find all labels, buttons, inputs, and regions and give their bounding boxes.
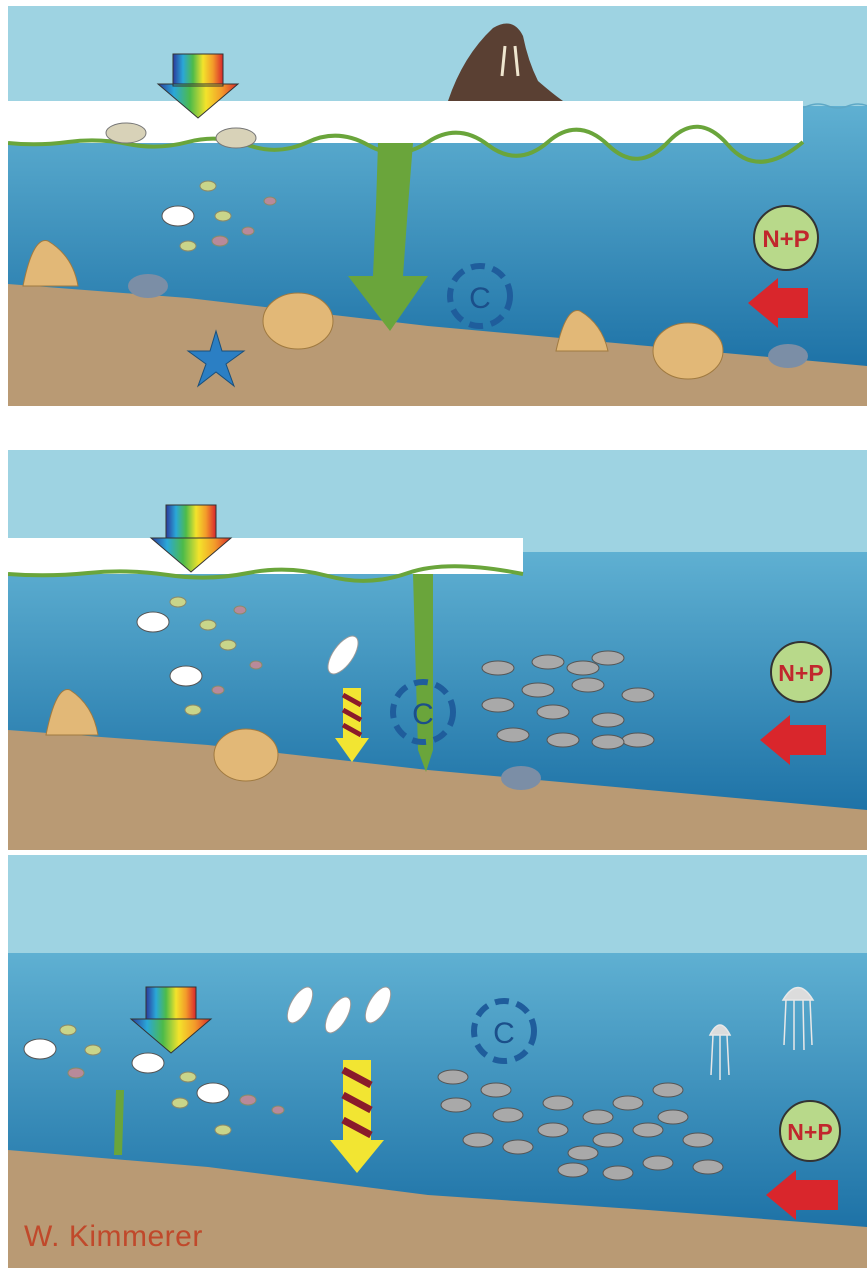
carbon-label: C — [493, 1017, 515, 1050]
panel-thick-ice: C N+P — [8, 6, 867, 406]
nutrient-label: N+P — [778, 660, 823, 686]
crab-icon — [501, 766, 541, 790]
sky — [8, 450, 867, 552]
sky — [8, 6, 867, 106]
nutrient-label: N+P — [762, 226, 809, 253]
nutrient-badge: N+P — [780, 1101, 840, 1161]
carbon-label: C — [469, 282, 491, 315]
clam-icon — [653, 323, 723, 379]
clam-icon — [214, 729, 278, 781]
crab-icon — [128, 274, 168, 298]
nutrient-badge: N+P — [754, 206, 818, 270]
clam-icon — [263, 293, 333, 349]
nutrient-badge: N+P — [771, 642, 831, 702]
panel-open-water: C — [8, 855, 867, 1268]
sky — [8, 855, 867, 953]
nutrient-label: N+P — [787, 1119, 832, 1145]
carbon-label: C — [412, 698, 434, 731]
crab-icon — [768, 344, 808, 368]
author-credit: W. Kimmerer — [24, 1220, 203, 1254]
panel-thin-ice: C — [8, 450, 867, 850]
